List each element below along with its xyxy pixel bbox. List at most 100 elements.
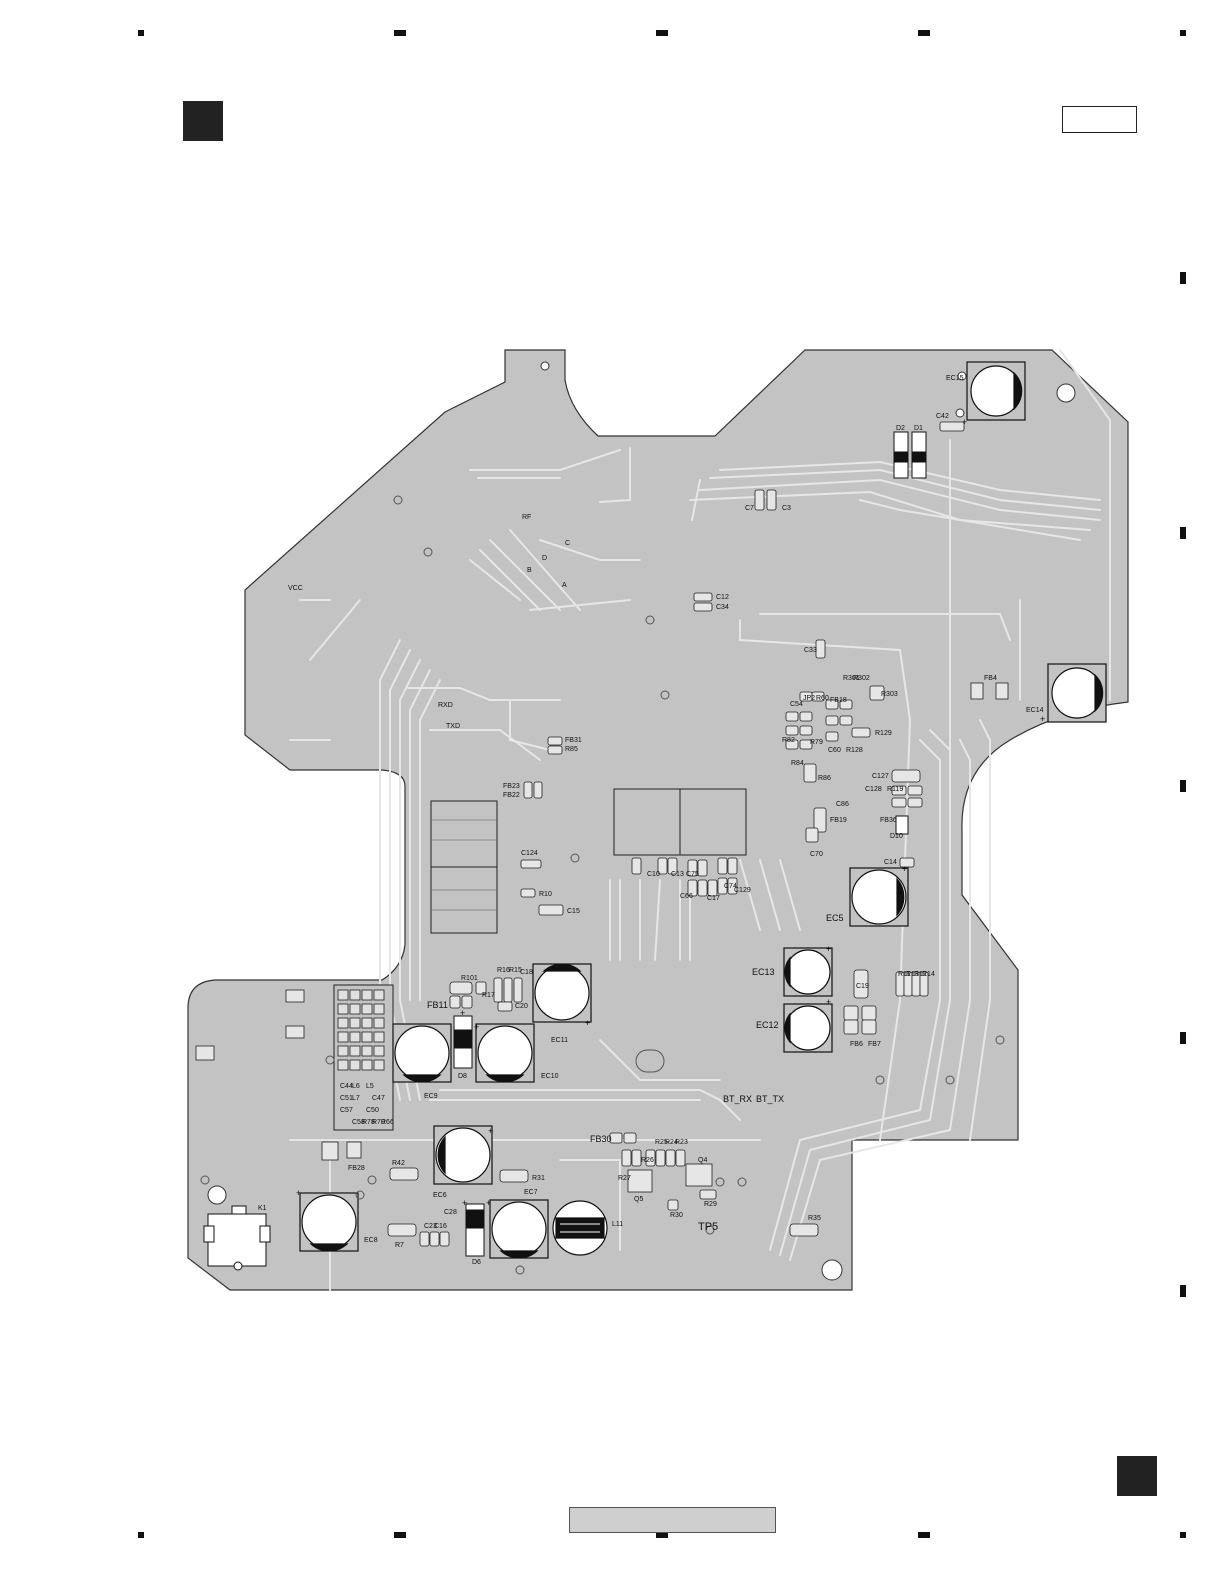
label-fb30: FB30 xyxy=(590,1134,612,1144)
registration-mark xyxy=(918,30,930,36)
label-bt-rx: BT_RX xyxy=(723,1094,752,1104)
label-c20: C20 xyxy=(515,1003,528,1010)
label-r85: R85 xyxy=(565,746,578,753)
registration-mark xyxy=(1180,1032,1186,1044)
label-fb31: FB31 xyxy=(565,737,582,744)
label-r24: R24 xyxy=(665,1139,678,1146)
label-c13: C13 xyxy=(671,871,684,878)
label-r119: R119 xyxy=(887,786,903,793)
label-r23: R23 xyxy=(675,1139,688,1146)
label-ec13: EC13 xyxy=(752,967,775,977)
label-jp2: JP2 xyxy=(803,695,815,702)
label-c47: C47 xyxy=(372,1095,385,1102)
label-ec15: EC15 xyxy=(946,375,964,382)
label-fb36: FB36 xyxy=(880,817,897,824)
label-r10: R10 xyxy=(539,891,552,898)
label-k1: K1 xyxy=(258,1205,267,1212)
label-c86: C86 xyxy=(836,801,849,808)
label-c66: C66 xyxy=(680,893,693,900)
registration-mark xyxy=(1180,1532,1186,1538)
label-r30: R30 xyxy=(670,1212,683,1219)
svg-text:+: + xyxy=(296,1188,301,1198)
label-c34: C34 xyxy=(716,604,729,611)
label-fb19: FB19 xyxy=(830,817,847,824)
label-d8: D8 xyxy=(458,1073,467,1080)
label-fb18: FB18 xyxy=(830,697,847,704)
label-r79: R79 xyxy=(810,739,823,746)
label-d1: D1 xyxy=(914,425,923,432)
label-rxd: RXD xyxy=(438,702,453,709)
label-fb7: FB7 xyxy=(868,1041,881,1048)
label-c12: C12 xyxy=(716,594,729,601)
registration-mark xyxy=(1180,272,1186,284)
footer-bar xyxy=(569,1507,776,1533)
registration-mark xyxy=(1180,780,1186,792)
registration-mark xyxy=(918,1532,930,1538)
label-c7: C7 xyxy=(745,505,754,512)
registration-mark xyxy=(138,30,144,36)
label-r101: R101 xyxy=(461,975,478,982)
svg-text:+: + xyxy=(902,864,907,874)
registration-mark xyxy=(394,1532,406,1538)
registration-mark xyxy=(1180,1285,1186,1297)
label-fb6: FB6 xyxy=(850,1041,863,1048)
label-tp5: TP5 xyxy=(698,1221,718,1233)
label-r25: R25 xyxy=(655,1139,668,1146)
label-fb4: FB4 xyxy=(984,675,997,682)
svg-text:+: + xyxy=(826,944,831,954)
svg-text:+: + xyxy=(826,997,831,1007)
label-r60: R60 xyxy=(816,695,829,702)
label-c57: C57 xyxy=(340,1107,353,1114)
label-c28: C28 xyxy=(444,1209,457,1216)
registration-mark xyxy=(1180,30,1186,36)
label-q5: Q5 xyxy=(634,1196,643,1203)
label-c50: C50 xyxy=(366,1107,379,1114)
label-r302: R302 xyxy=(853,675,870,682)
label-r31: R31 xyxy=(532,1175,545,1182)
label-ec6: EC6 xyxy=(433,1192,447,1199)
label-r13: R13 xyxy=(906,971,919,978)
label-c75: C75 xyxy=(686,871,699,878)
label-c16: C16 xyxy=(434,1223,447,1230)
label-r128: R128 xyxy=(846,747,863,754)
label-c18: C18 xyxy=(520,969,533,976)
label-c15: C15 xyxy=(567,908,580,915)
label-r15: R15 xyxy=(509,967,522,974)
svg-text:+: + xyxy=(585,1018,590,1028)
registration-mark xyxy=(394,30,406,36)
label-c127: C127 xyxy=(872,773,889,780)
label-c19: C19 xyxy=(856,983,869,990)
label-ec8: EC8 xyxy=(364,1237,378,1244)
label-bt-tx: BT_TX xyxy=(756,1094,784,1104)
svg-text:+: + xyxy=(962,417,967,427)
label-l6: L6 xyxy=(352,1083,360,1090)
label-ec14: EC14 xyxy=(1026,707,1044,714)
label-r7: R7 xyxy=(395,1242,404,1249)
label-c23: C23 xyxy=(424,1223,437,1230)
label-c: C xyxy=(565,540,570,547)
label-l7: L7 xyxy=(352,1095,360,1102)
label-rf: RF xyxy=(522,514,531,521)
label-c44: C44 xyxy=(340,1083,353,1090)
label-c124: C124 xyxy=(521,850,538,857)
label-c14: C14 xyxy=(884,859,897,866)
label-r14: R14 xyxy=(922,971,935,978)
label-c60: C60 xyxy=(828,747,841,754)
label-c70: C70 xyxy=(810,851,823,858)
label-fb23: FB23 xyxy=(503,783,520,790)
label-r66: R66 xyxy=(381,1119,394,1126)
label-ec10: EC10 xyxy=(541,1073,559,1080)
label-c10: C10 xyxy=(647,871,660,878)
label-c74: C74 xyxy=(724,883,737,890)
label-r129: R129 xyxy=(875,730,892,737)
label-d6: D6 xyxy=(472,1259,481,1266)
label-r84: R84 xyxy=(791,760,804,767)
label-r27: R27 xyxy=(618,1175,631,1182)
label-c51: C51 xyxy=(340,1095,353,1102)
label-ec11: EC11 xyxy=(551,1037,568,1044)
label-r17: R17 xyxy=(482,992,495,999)
label-vcc: VCC xyxy=(288,585,303,592)
label-r82: R82 xyxy=(782,737,795,744)
label-r301: R301 xyxy=(843,675,860,682)
